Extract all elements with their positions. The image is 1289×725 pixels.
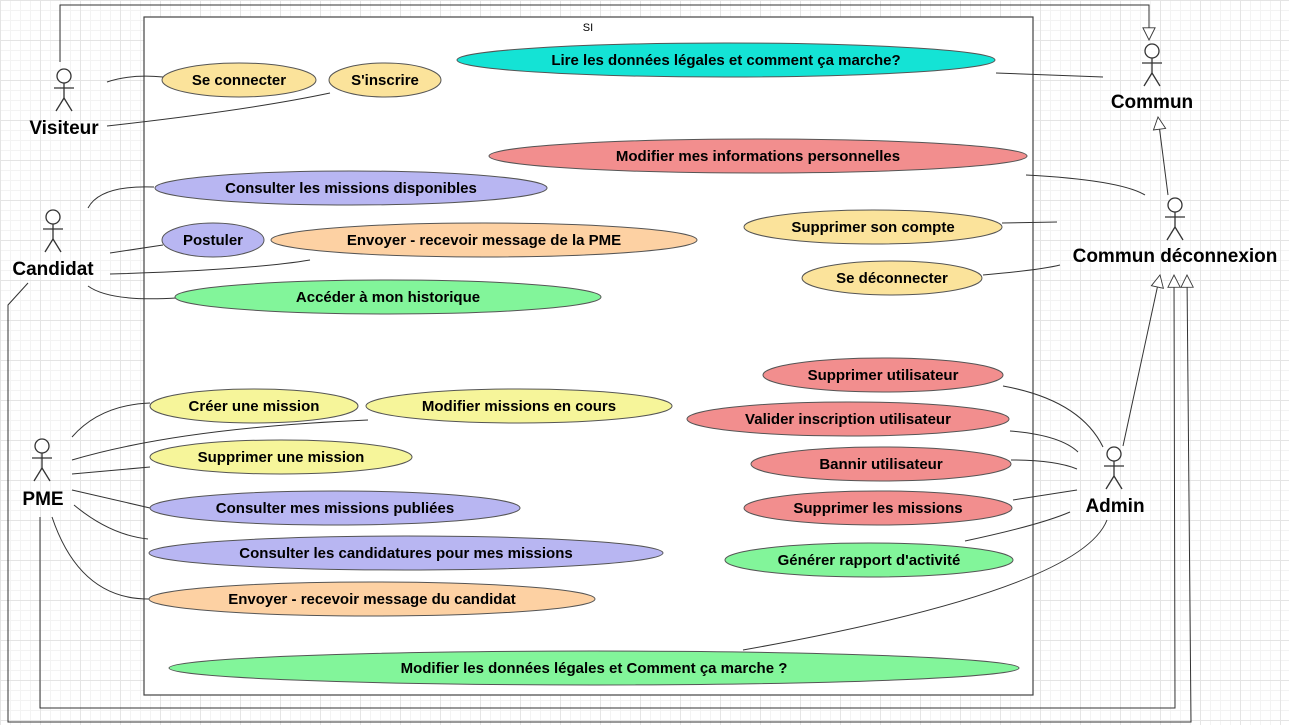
use-case-consulter-missions-dispo[interactable]: Consulter les missions disponibles bbox=[154, 170, 548, 206]
use-case-valider-inscription[interactable]: Valider inscription utilisateur bbox=[686, 401, 1010, 437]
use-case-supprimer-compte[interactable]: Supprimer son compte bbox=[743, 209, 1003, 245]
svg-text:Supprimer son compte: Supprimer son compte bbox=[791, 219, 954, 236]
actor-visiteur[interactable]: Visiteur bbox=[29, 68, 99, 139]
stick-figure-icon bbox=[43, 209, 63, 253]
stick-figure-icon bbox=[1142, 43, 1162, 87]
actor-label: Visiteur bbox=[29, 118, 99, 139]
svg-text:Valider inscription utilisateu: Valider inscription utilisateur bbox=[745, 411, 951, 428]
use-case-supprimer-mission[interactable]: Supprimer une mission bbox=[149, 439, 413, 475]
svg-text:Supprimer les missions: Supprimer les missions bbox=[793, 500, 962, 517]
svg-text:Bannir utilisateur: Bannir utilisateur bbox=[819, 456, 943, 473]
stick-figure-icon bbox=[1165, 197, 1185, 241]
use-case-envoyer-msg-candidat[interactable]: Envoyer - recevoir message du candidat bbox=[148, 581, 596, 617]
svg-text:Modifier les données légales e: Modifier les données légales et Comment … bbox=[401, 660, 788, 677]
svg-text:Créer une mission: Créer une mission bbox=[189, 398, 320, 415]
svg-text:Postuler: Postuler bbox=[183, 232, 243, 249]
svg-text:Générer rapport d'activité: Générer rapport d'activité bbox=[778, 552, 961, 569]
actor-candidat[interactable]: Candidat bbox=[12, 209, 94, 280]
svg-text:Accéder à mon historique: Accéder à mon historique bbox=[296, 289, 480, 306]
use-case-s-inscrire[interactable]: S'inscrire bbox=[328, 62, 442, 98]
svg-text:Modifier mes informations pers: Modifier mes informations personnelles bbox=[616, 148, 900, 165]
svg-text:S'inscrire: S'inscrire bbox=[351, 72, 419, 89]
svg-text:Modifier missions en cours: Modifier missions en cours bbox=[422, 398, 616, 415]
svg-text:Se connecter: Se connecter bbox=[192, 72, 286, 89]
use-case-consulter-candidatures[interactable]: Consulter les candidatures pour mes miss… bbox=[148, 535, 664, 571]
use-case-consulter-missions-publiees[interactable]: Consulter mes missions publiées bbox=[149, 490, 521, 526]
stick-figure-icon bbox=[32, 438, 52, 482]
use-case-postuler[interactable]: Postuler bbox=[161, 222, 265, 258]
use-case-envoyer-msg-pme[interactable]: Envoyer - recevoir message de la PME bbox=[270, 222, 698, 258]
svg-text:Supprimer utilisateur: Supprimer utilisateur bbox=[808, 367, 959, 384]
use-case-creer-mission[interactable]: Créer une mission bbox=[149, 388, 359, 424]
actor-label: Admin bbox=[1085, 496, 1144, 517]
svg-text:Envoyer - recevoir message de: Envoyer - recevoir message de la PME bbox=[347, 232, 621, 249]
svg-text:Lire les données légales et co: Lire les données légales et comment ça m… bbox=[551, 52, 900, 69]
svg-text:Supprimer une mission: Supprimer une mission bbox=[198, 449, 365, 466]
svg-text:Consulter mes missions publiée: Consulter mes missions publiées bbox=[216, 500, 454, 517]
use-case-modifier-infos[interactable]: Modifier mes informations personnelles bbox=[488, 138, 1028, 174]
svg-text:Se déconnecter: Se déconnecter bbox=[836, 270, 948, 287]
generalizations bbox=[7, 4, 1191, 723]
stick-figure-icon bbox=[54, 68, 74, 112]
actor-label: Commun bbox=[1111, 92, 1193, 113]
stick-figure-icon bbox=[1104, 446, 1124, 490]
use-case-generer-rapport[interactable]: Générer rapport d'activité bbox=[724, 542, 1014, 578]
svg-text:Consulter les missions disponi: Consulter les missions disponibles bbox=[225, 180, 477, 197]
use-case-acceder-historique[interactable]: Accéder à mon historique bbox=[174, 279, 602, 315]
use-case-se-connecter[interactable]: Se connecter bbox=[161, 62, 317, 98]
use-case-lire-donnees[interactable]: Lire les données légales et comment ça m… bbox=[456, 42, 996, 78]
associations bbox=[51, 72, 1146, 651]
actor-commun[interactable]: Commun bbox=[1111, 43, 1193, 113]
use-case-supprimer-utilisateur[interactable]: Supprimer utilisateur bbox=[762, 357, 1004, 393]
system-boundary[interactable] bbox=[143, 16, 1034, 696]
actor-commun-deconnexion[interactable]: Commun déconnexion bbox=[1073, 197, 1278, 267]
system-label: SI bbox=[583, 22, 593, 34]
actor-label: Candidat bbox=[12, 259, 94, 280]
use-case-supprimer-missions[interactable]: Supprimer les missions bbox=[743, 490, 1013, 526]
actor-admin[interactable]: Admin bbox=[1085, 446, 1145, 517]
use-case-se-deconnecter[interactable]: Se déconnecter bbox=[801, 260, 983, 296]
actor-label: Commun déconnexion bbox=[1073, 246, 1278, 267]
use-case-modifier-missions[interactable]: Modifier missions en cours bbox=[365, 388, 673, 424]
actor-label: PME bbox=[22, 489, 63, 510]
svg-text:Consulter les candidatures pou: Consulter les candidatures pour mes miss… bbox=[239, 545, 572, 562]
actor-pme[interactable]: PME bbox=[22, 438, 64, 510]
use-case-modifier-donnees[interactable]: Modifier les données légales et Comment … bbox=[168, 650, 1020, 686]
svg-text:Envoyer - recevoir message du: Envoyer - recevoir message du candidat bbox=[228, 591, 516, 608]
use-case-bannir-utilisateur[interactable]: Bannir utilisateur bbox=[750, 446, 1012, 482]
